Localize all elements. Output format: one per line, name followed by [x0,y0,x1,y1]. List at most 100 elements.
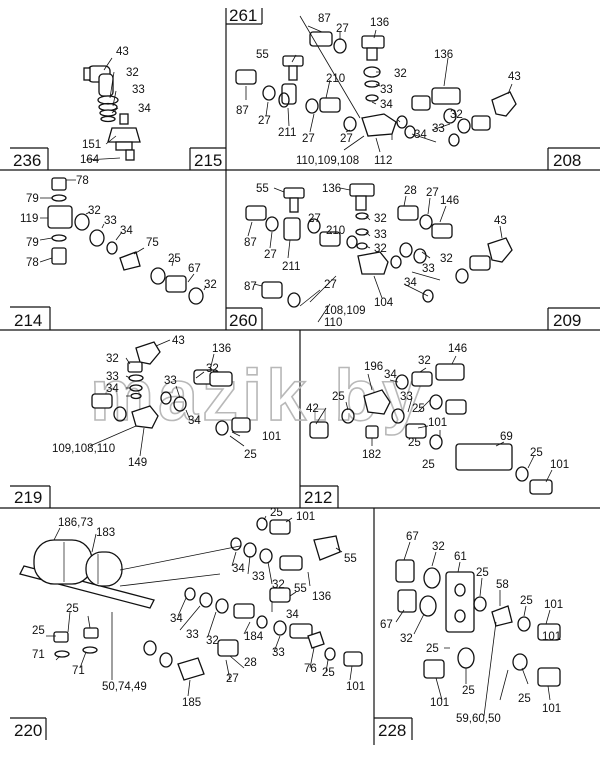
valve-block [361,113,397,137]
label: 33 [422,263,435,275]
label: 34 [404,277,417,289]
label: 55 [256,183,269,195]
label: 110 [324,317,342,329]
label: 183 [96,527,115,539]
valve-block [177,657,205,681]
label: 27 [308,213,321,225]
label: 33 [272,647,285,659]
label: 151 [82,139,101,151]
label: 32 [418,355,431,367]
label: 149 [128,457,147,469]
label: 59,60,50 [456,713,501,725]
label: 79 [26,193,39,205]
figure-number: 228 [378,721,406,740]
label: 32 [440,253,453,265]
label: 71 [72,665,85,677]
label: 27 [336,23,349,35]
label: 79 [26,237,39,249]
label: 33 [400,391,413,403]
label: 34 [170,613,183,625]
figure-number: 260 [229,311,257,330]
label: 210 [326,73,345,85]
panel-220: 186,73 183 25 101 55 34 33 32 136 55 34 … [10,507,365,740]
label: 34 [380,99,393,111]
label: 43 [116,46,129,58]
figure-number: 209 [553,311,581,330]
label: 27 [302,133,315,145]
label: 43 [494,215,507,227]
label: 87 [318,13,331,25]
mounting-plate [445,571,475,633]
label: 101 [550,459,569,471]
label: 33 [374,229,387,241]
label: 67 [406,531,419,543]
tank-assembly [19,539,241,609]
label: 75 [146,237,159,249]
label: 27 [426,187,439,199]
elbow-fitting [83,65,114,97]
label: 87 [244,281,257,293]
valve-block [357,251,389,275]
label: 210 [326,225,345,237]
label: 25 [422,459,435,471]
label: 25 [66,603,79,615]
label: 43 [172,335,185,347]
label: 101 [542,703,561,715]
label: 182 [362,449,381,461]
panel-219: 43 136 32 33 34 32 33 34 101 25 109,108,… [10,335,281,508]
hose-tube [455,443,513,471]
figure-number: 214 [14,311,42,330]
label: 27 [264,249,277,261]
label: 69 [500,431,513,443]
label: 25 [412,403,425,415]
panel-frames [0,8,600,745]
label: 211 [278,127,296,139]
valve-body [107,113,141,161]
label: 136 [370,17,389,29]
label: 34 [414,129,427,141]
label: 87 [244,237,257,249]
label: 25 [244,449,257,461]
label: 104 [374,297,394,309]
label: 25 [426,643,439,655]
label: 34 [384,369,397,381]
label: 25 [518,693,531,705]
valve-block [131,405,159,429]
label: 196 [364,361,383,373]
valve-block [47,205,73,229]
label: 34 [286,609,299,621]
label: 43 [508,71,521,83]
label: 76 [304,663,317,675]
figure-number: 215 [194,151,222,170]
panel-228: 67 32 61 25 58 25 101 67 32 25 101 101 2… [374,531,563,740]
label: 146 [448,343,467,355]
panel-215: 43 32 33 34 151 164 236 215 [10,46,226,170]
label: 27 [226,673,239,685]
label: 25 [530,447,543,459]
label: 32 [374,213,387,225]
label: 101 [262,431,281,443]
label: 33 [186,629,199,641]
label: 101 [542,631,561,643]
label: 25 [408,437,421,449]
tee-fitting [361,35,385,49]
ring-stack [97,95,119,123]
label: 25 [520,595,533,607]
label: 164 [80,154,100,166]
label: 112 [374,155,392,167]
valve-block [363,389,391,415]
figure-number: 212 [304,488,332,507]
label: 32 [106,353,119,365]
label: 32 [204,279,217,291]
label: 108,109 [324,305,366,317]
label: 87 [236,105,249,117]
label: 58 [496,579,509,591]
label: 55 [256,49,269,61]
label: 25 [476,567,489,579]
figure-number: 208 [553,151,581,170]
label: 101 [346,681,365,693]
label: 28 [404,185,417,197]
label: 67 [188,263,201,275]
label: 34 [138,103,151,115]
